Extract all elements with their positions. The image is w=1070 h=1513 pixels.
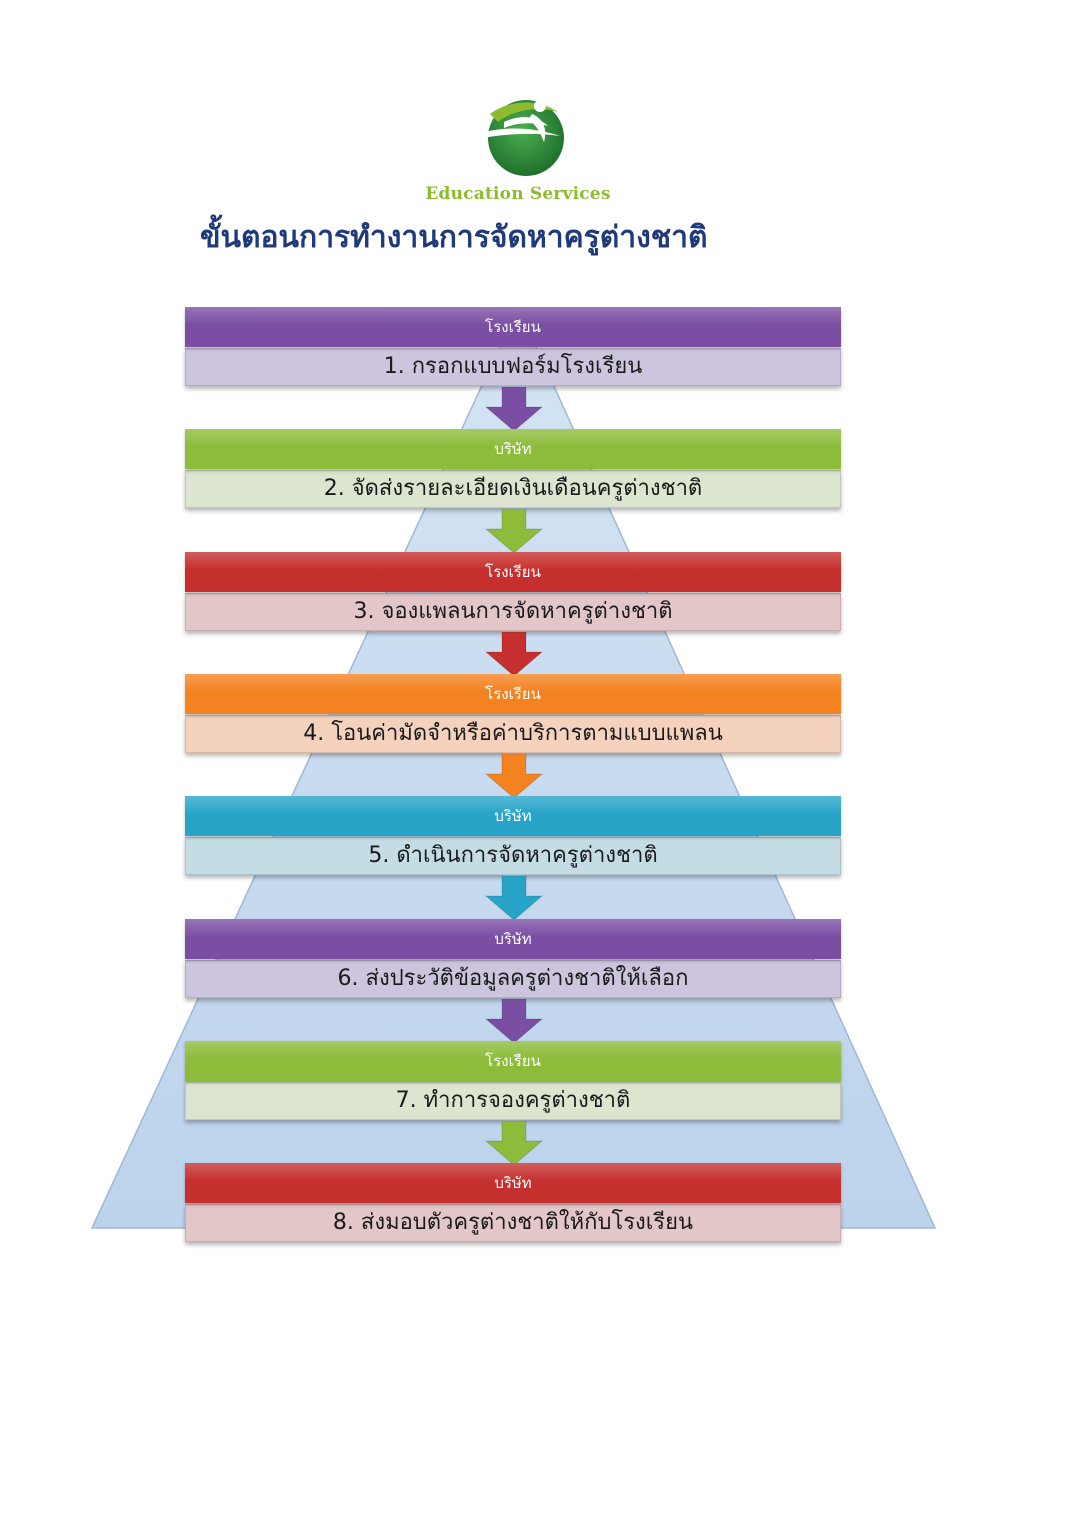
down-arrow-icon [484, 754, 544, 798]
company-logo [468, 92, 568, 182]
down-arrow-icon [484, 999, 544, 1043]
step-actor-label: โรงเรียน [185, 1041, 841, 1081]
down-arrow-icon [484, 632, 544, 676]
logo-icon [472, 100, 564, 176]
step-description: 7. ทำการจองครูต่างชาติ [185, 1082, 841, 1120]
step-description: 1. กรอกแบบฟอร์มโรงเรียน [185, 348, 841, 386]
step-actor-label: โรงเรียน [185, 307, 841, 347]
logo-text: Education Services [425, 184, 611, 204]
page-title: ขั้นตอนการทำงานการจัดหาครูต่างชาติ [200, 220, 708, 255]
step-description: 5. ดำเนินการจัดหาครูต่างชาติ [185, 837, 841, 875]
step-description: 4. โอนค่ามัดจำหรือค่าบริการตามแบบแพลน [185, 715, 841, 753]
down-arrow-icon [484, 876, 544, 920]
step-actor-label: บริษัท [185, 919, 841, 959]
step-actor-label: โรงเรียน [185, 552, 841, 592]
step-description: 3. จองแพลนการจัดหาครูต่างชาติ [185, 593, 841, 631]
down-arrow-icon [484, 387, 544, 431]
step-description: 2. จัดส่งรายละเอียดเงินเดือนครูต่างชาติ [185, 470, 841, 508]
step-description: 8. ส่งมอบตัวครูต่างชาติให้กับโรงเรียน [185, 1204, 841, 1242]
step-actor-label: โรงเรียน [185, 674, 841, 714]
step-actor-label: บริษัท [185, 1163, 841, 1203]
step-actor-label: บริษัท [185, 429, 841, 469]
down-arrow-icon [484, 1121, 544, 1165]
step-description: 6. ส่งประวัติข้อมูลครูต่างชาติให้เลือก [185, 960, 841, 998]
down-arrow-icon [484, 509, 544, 553]
step-actor-label: บริษัท [185, 796, 841, 836]
